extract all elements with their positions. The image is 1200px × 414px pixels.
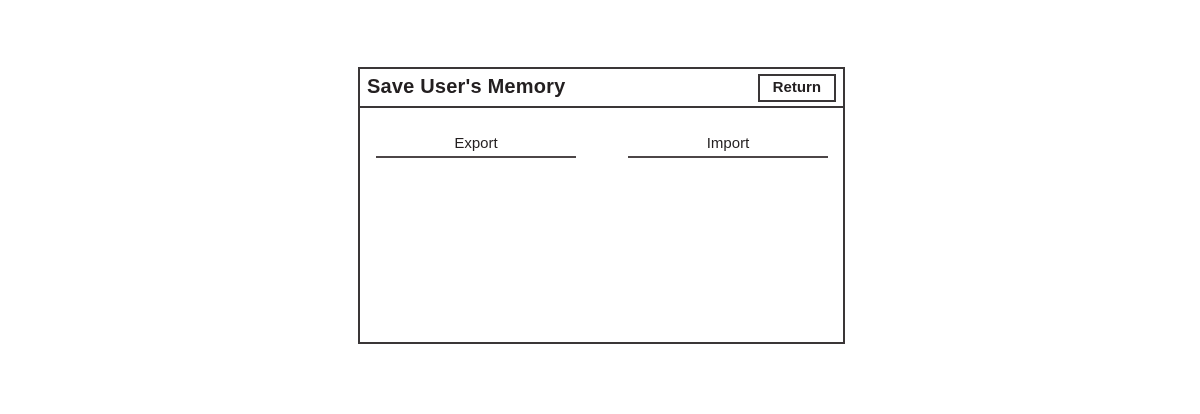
- export-button[interactable]: Export: [376, 135, 576, 342]
- export-label: Export: [454, 135, 498, 152]
- import-label: Import: [706, 135, 750, 152]
- return-button[interactable]: Return: [757, 73, 836, 102]
- dialog-header: Save User's Memory Return: [360, 69, 843, 108]
- page-title: Save User's Memory: [367, 76, 566, 98]
- import-button[interactable]: Import: [628, 135, 828, 342]
- save-users-memory-dialog: Save User's Memory Return Export Import: [358, 67, 845, 344]
- export-underline: [376, 156, 576, 158]
- import-underline: [628, 156, 828, 158]
- dialog-body: Export Import: [360, 108, 843, 342]
